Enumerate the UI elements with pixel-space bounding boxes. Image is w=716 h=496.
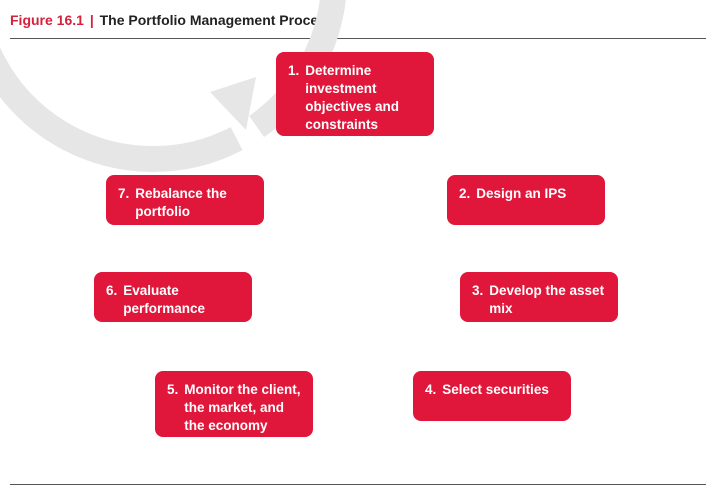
figure-number: Figure 16.1	[10, 12, 84, 28]
step-5-box: 5. Monitor the client, the market, and t…	[155, 371, 313, 437]
step-4-label: Select securities	[442, 382, 549, 397]
step-1-label: Determine investment objectives and cons…	[305, 63, 400, 132]
step-4-number: 4.	[425, 382, 437, 397]
step-3-label: Develop the asset mix	[489, 283, 605, 316]
step-3-number: 3.	[472, 283, 484, 298]
step-1-box: 1. Determine investment objectives and c…	[276, 52, 434, 136]
step-6-number: 6.	[106, 283, 118, 298]
step-7-box: 7. Rebalance the portfolio	[106, 175, 264, 225]
step-4-box: 4. Select securities	[413, 371, 571, 421]
step-5-label: Monitor the client, the market, and the …	[184, 382, 301, 433]
figure-title: The Portfolio Management Process	[99, 12, 334, 28]
step-5-number: 5.	[167, 382, 179, 397]
step-3-box: 3. Develop the asset mix	[460, 272, 618, 322]
step-7-label: Rebalance the portfolio	[135, 186, 227, 219]
step-2-number: 2.	[459, 186, 471, 201]
top-rule	[10, 38, 706, 39]
figure-caption: Figure 16.1 | The Portfolio Management P…	[10, 12, 334, 28]
cycle-arrowhead	[210, 77, 256, 130]
step-6-box: 6. Evaluate performance	[94, 272, 252, 322]
figure-separator: |	[89, 12, 94, 28]
step-2-box: 2. Design an IPS	[447, 175, 605, 225]
step-2-label: Design an IPS	[476, 186, 567, 201]
cycle-ring	[0, 0, 346, 172]
step-7-number: 7.	[118, 186, 130, 201]
bottom-rule	[10, 484, 706, 485]
step-6-label: Evaluate performance	[123, 283, 206, 316]
step-1-number: 1.	[288, 63, 300, 78]
